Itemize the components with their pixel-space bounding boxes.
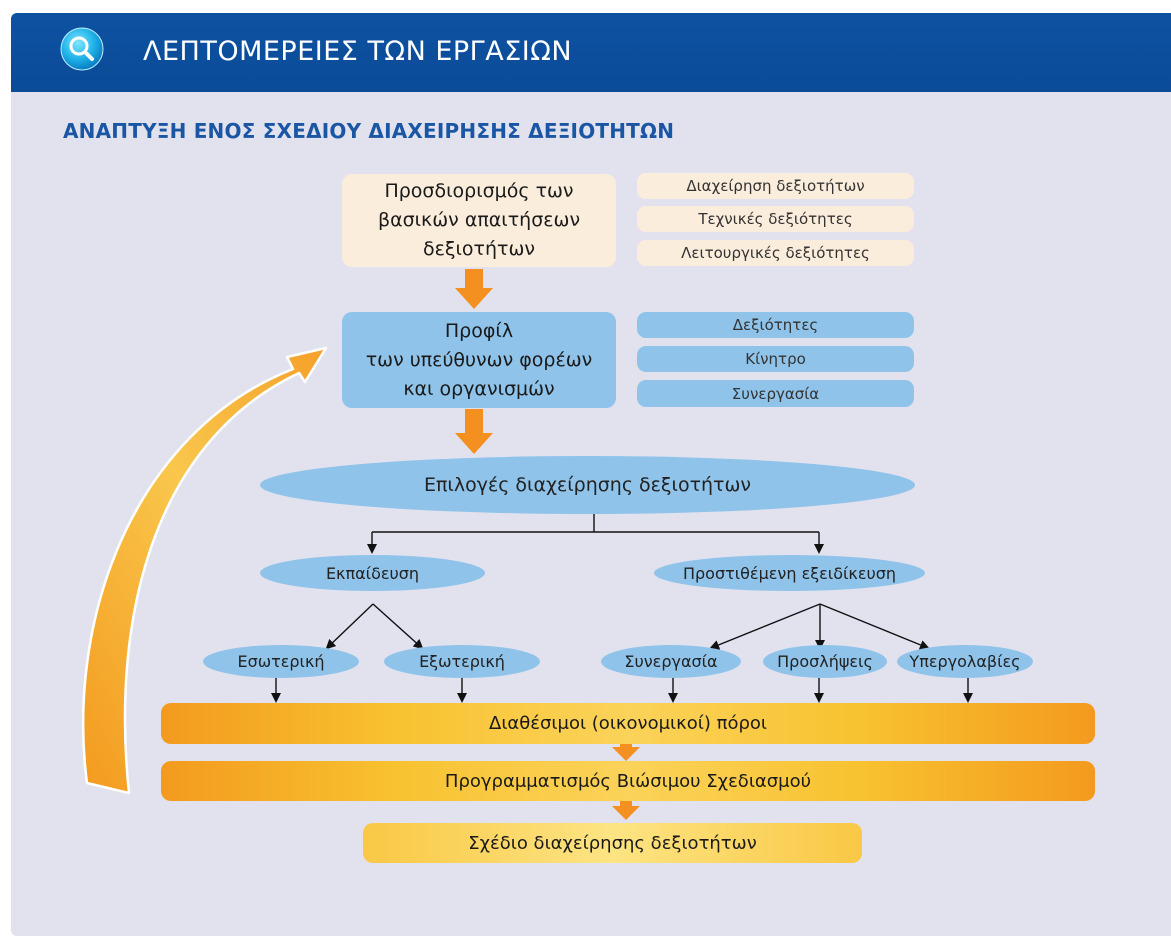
tag-functional-skills: Λειτουργικές δεξιότητες	[637, 240, 914, 266]
tag-cooperation: Συνεργασία	[637, 380, 914, 407]
step-profile-line: και οργανισμών	[403, 377, 555, 400]
training-ellipse: Εκπαίδευση	[260, 555, 485, 591]
tag-skills-management: Διαχείρηση δεξιοτήτων	[637, 173, 914, 199]
feedback-arrow	[81, 346, 328, 795]
down-arrow-2	[455, 409, 493, 454]
subcontracting-ellipse: Υπεργολαβίες	[897, 645, 1033, 678]
step-profile-line: Προφίλ	[444, 319, 514, 342]
skills-plan-bar: Σχέδιο διαχείρησης δεξιοτήτων	[363, 823, 862, 863]
planning-bar: Προγραμματισμός Βιώσιμου Σχεδιασμού	[161, 761, 1095, 801]
external-ellipse: Εξωτερική	[384, 645, 540, 678]
connectors	[81, 269, 973, 820]
step-requirements-line: βασικών απαιτήσεων	[377, 209, 581, 231]
added-expertise-ellipse: Προστιθέμενη εξειδίκευση	[654, 555, 925, 591]
diagram-subtitle: ΑΝΑΠΤΥΞΗ ΕΝΟΣ ΣΧΕΔΙΟΥ ΔΙΑΧΕΙΡΗΣΗΣ ΔΕΞΙΟΤ…	[63, 119, 675, 143]
tag-skills: Δεξιότητες	[637, 312, 914, 338]
options-ellipse: Επιλογές διαχείρησης δεξιοτήτων	[260, 456, 915, 514]
tag-technical-skills: Τεχνικές δεξιότητες	[637, 206, 914, 232]
step-requirements-line: Προσδιορισμός των	[384, 180, 574, 202]
resources-bar: Διαθέσιμοι (οικονομικοί) πόροι	[161, 703, 1095, 744]
step-requirements-box: Προσδιορισμός των βασικών απαιτήσεων δεξ…	[342, 174, 616, 267]
page-title: ΛΕΠΤΟΜΕΡΕΙΕΣ ΤΩΝ ΕΡΓΑΣΙΩΝ	[143, 36, 573, 67]
down-arrow-3	[612, 736, 640, 761]
tag-motivation: Κίνητρο	[637, 346, 914, 372]
down-arrow-4	[612, 794, 640, 820]
step-requirements-line: δεξιοτήτων	[423, 238, 535, 260]
step-profile-box: Προφίλ των υπεύθυνων φορέων και οργανισμ…	[342, 312, 616, 408]
hiring-ellipse: Προσλήψεις	[763, 645, 887, 678]
diagram-panel: ΛΕΠΤΟΜΕΡΕΙΕΣ ΤΩΝ ΕΡΓΑΣΙΩΝ ΑΝΑΠΤΥΞΗ ΕΝΟΣ …	[11, 13, 1171, 936]
down-arrow-1	[455, 269, 493, 309]
internal-ellipse: Εσωτερική	[203, 645, 359, 678]
step-profile-line: των υπεύθυνων φορέων	[365, 348, 593, 371]
search-icon[interactable]	[60, 27, 104, 71]
cooperation-ellipse: Συνεργασία	[601, 645, 741, 678]
header-bar: ΛΕΠΤΟΜΕΡΕΙΕΣ ΤΩΝ ΕΡΓΑΣΙΩΝ	[11, 13, 1171, 92]
